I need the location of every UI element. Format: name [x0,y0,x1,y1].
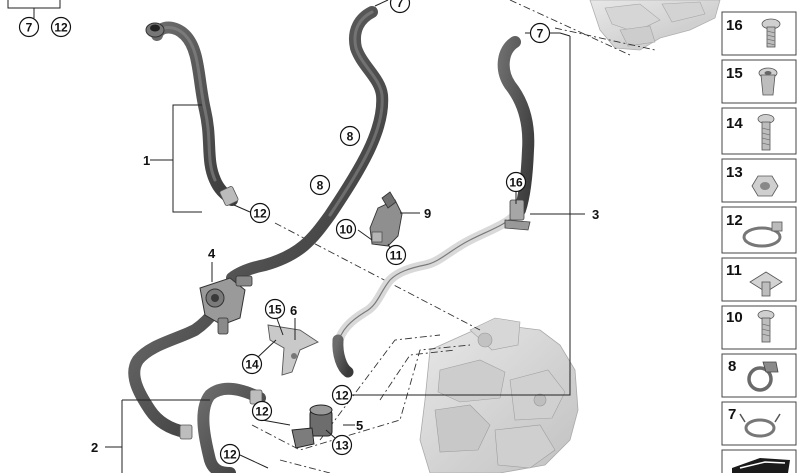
svg-text:12: 12 [54,21,68,35]
arrow-icon [732,458,790,473]
callout-15: 15 [264,298,286,320]
hose-clamp-icon [742,221,783,248]
svg-text:15: 15 [726,65,743,82]
svg-text:8: 8 [317,179,324,193]
svg-text:14: 14 [726,115,743,132]
svg-text:15: 15 [268,303,282,317]
label-4: 4 [208,246,216,261]
callout-12-bottom: 12 [219,443,241,465]
label-9: 9 [424,206,431,221]
svg-text:12: 12 [223,448,237,462]
hex-collar-nut-icon [751,175,779,197]
top-callout-12: 12 [50,16,72,38]
svg-text:16: 16 [726,17,743,34]
expansion-nut-icon [758,67,778,96]
callout-13: 13 [331,434,353,456]
callout-8-upper: 8 [339,125,361,147]
valve-5 [291,404,333,449]
svg-text:7: 7 [728,406,736,423]
svg-text:12: 12 [255,405,269,419]
callout-7-right: 7 [529,22,551,44]
callout-12-mid: 12 [251,400,273,422]
sidebar-item-16: 16 [721,11,797,56]
callout-12-hose1: 12 [249,202,271,224]
label-1: 1 [143,153,150,168]
svg-text:7: 7 [397,0,404,10]
hose-holder-clip-icon [747,361,779,392]
parts-sidebar: 16 15 14 [721,11,797,473]
sidebar-item-partial [721,449,797,473]
sidebar-item-11: 11 [721,257,797,302]
sidebar-item-12: 12 [721,206,797,254]
hose-8 [226,6,389,284]
callout-7-top: 7 [389,0,411,14]
svg-text:8: 8 [347,130,354,144]
svg-text:11: 11 [726,262,742,279]
sidebar-item-13: 13 [721,158,797,203]
torx-screw-icon [761,18,781,48]
top-callout-7: 7 [18,16,40,38]
bracket-6 [267,324,319,376]
svg-text:7: 7 [537,27,544,41]
sidebar-item-7: 7 [721,401,797,446]
callout-8-lower: 8 [309,174,331,196]
svg-text:7: 7 [26,21,33,35]
svg-text:14: 14 [245,358,259,372]
torx-bolt-icon [757,114,775,151]
reference-lines [251,0,656,473]
sidebar-item-14: 14 [721,107,797,155]
svg-text:10: 10 [339,223,353,237]
callout-16: 16 [505,171,527,193]
label-3: 3 [592,207,599,222]
svg-text:16: 16 [509,176,523,190]
clip-nut-icon [749,271,783,297]
sidebar-item-8: 8 [721,353,797,398]
valve-4 [199,275,253,335]
svg-text:12: 12 [335,389,349,403]
torx-bolt-short-icon [757,310,775,343]
callout-11: 11 [385,244,407,266]
hose-1 [145,21,239,206]
sidebar-item-15: 15 [721,59,797,104]
spring-band-clamp-icon [739,413,781,438]
svg-text:12: 12 [253,207,267,221]
svg-text:8: 8 [728,358,736,375]
callout-12-hose3: 12 [331,384,353,406]
svg-text:13: 13 [335,439,349,453]
engine-block-bottom [419,317,579,473]
svg-text:11: 11 [390,249,403,263]
svg-text:12: 12 [726,212,743,229]
callout-14: 14 [241,353,263,375]
engine-block-top-right [589,0,721,51]
svg-text:10: 10 [726,309,743,326]
leader-lines [7,0,585,473]
hose-2 [128,276,266,473]
svg-text:13: 13 [726,164,743,181]
label-2: 2 [91,440,98,455]
callout-10: 10 [335,218,357,240]
sidebar-item-10: 10 [721,305,797,350]
bracket-9 [369,191,403,247]
label-5: 5 [356,418,363,433]
label-6: 6 [290,303,297,318]
